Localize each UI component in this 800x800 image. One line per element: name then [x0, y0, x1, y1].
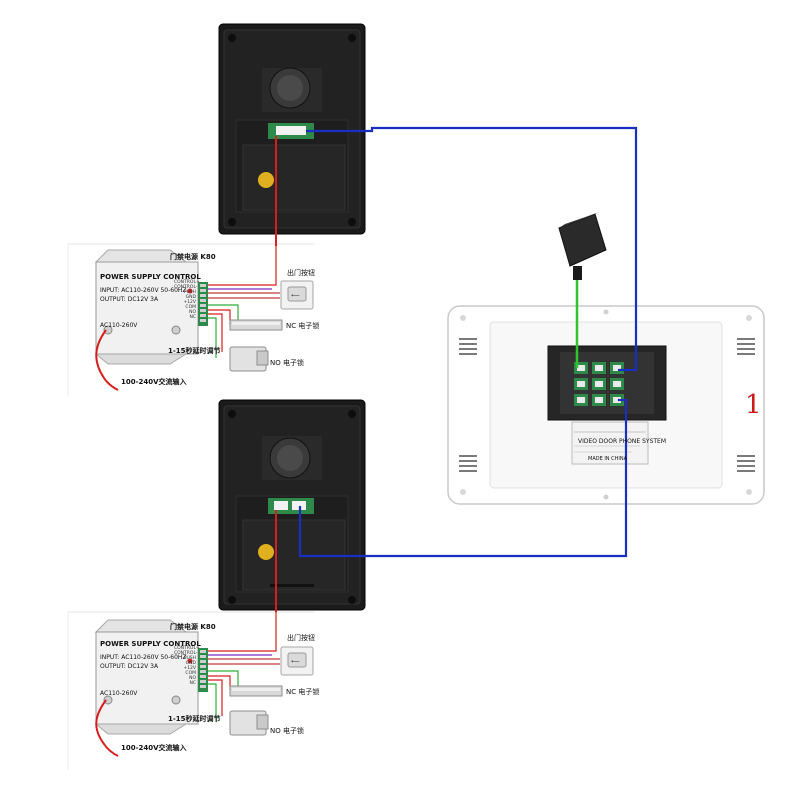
- psu-2-terminal-labels: CONTROL+ CONTROL- PUSH GND +12V COM NO N…: [174, 646, 200, 686]
- power-supply-1: [94, 249, 208, 365]
- signal-wire-2: [298, 398, 628, 558]
- terminal-label: NC: [189, 315, 196, 320]
- nc-magnetic-lock-1: [229, 319, 283, 331]
- psu-2-ac-label: AC110-260V: [100, 690, 138, 697]
- psu-2-model: 门禁电源 K80: [170, 623, 216, 631]
- delay-2-label: 1-15秒延时调节: [168, 715, 221, 723]
- terminal-label: PUSH: [183, 656, 196, 661]
- wiring-panel-1: ⟵: [67, 243, 315, 396]
- nc-lock-2-label: NC 电子锁: [286, 688, 320, 696]
- ac-input-1-label: 100-240V交流输入: [121, 378, 187, 386]
- psu-1-spec-output: OUTPUT: DC12V 3A: [100, 296, 159, 303]
- monitor-number-label: 1: [745, 390, 762, 420]
- psu-2-title: POWER SUPPLY CONTROL: [100, 640, 201, 648]
- psu-1-model: 门禁电源 K80: [170, 253, 216, 261]
- terminal-label: NO: [189, 676, 196, 681]
- terminal-label: COM: [185, 671, 196, 676]
- svg-text:⟵: ⟵: [291, 292, 300, 299]
- terminal-label: CONTROL-: [174, 651, 198, 656]
- monitor-connector-block: [574, 362, 624, 406]
- power-adapter: [558, 212, 607, 280]
- exit-button-2: ⟵: [280, 646, 314, 676]
- indoor-monitor: [447, 305, 765, 505]
- no-lock-1-label: NO 电子锁: [270, 359, 304, 367]
- camera-2-sticker: [258, 544, 274, 560]
- camera-1-sticker: [258, 172, 274, 188]
- svg-text:⟵: ⟵: [291, 658, 300, 665]
- exit-button-2-label: 出门按钮: [287, 634, 315, 642]
- terminal-label: NO: [189, 310, 196, 315]
- nc-lock-1-label: NC 电子锁: [286, 322, 320, 330]
- terminal-label: PUSH: [183, 290, 196, 295]
- terminal-label: CONTROL+: [174, 646, 200, 651]
- power-supply-2: [94, 619, 208, 735]
- exit-button-1: ⟵: [280, 280, 314, 310]
- terminal-label: COM: [185, 305, 196, 310]
- monitor-made-in: MADE IN CHINA: [588, 456, 628, 462]
- psu-1-terminal-labels: CONTROL+ CONTROL- PUSH GND +12V COM NO N…: [174, 280, 200, 320]
- psu-1-title: POWER SUPPLY CONTROL: [100, 273, 201, 281]
- psu-2-spec-output: OUTPUT: DC12V 3A: [100, 663, 159, 670]
- signal-wire-1: [306, 126, 638, 372]
- terminal-label: GND: [185, 295, 196, 300]
- terminal-label: CONTROL-: [174, 285, 198, 290]
- psu-1-ac-label: AC110-260V: [100, 322, 138, 329]
- no-electric-lock-1: [229, 346, 269, 372]
- door-camera-1: [218, 23, 366, 235]
- monitor-rear-label: VIDEO DOOR PHONE SYSTEM: [578, 438, 667, 445]
- terminal-label: GND: [185, 661, 196, 666]
- terminal-label: NC: [189, 681, 196, 686]
- psu-2-spec-input: INPUT: AC110-260V 50-60HZ: [100, 654, 187, 661]
- nc-magnetic-lock-2: [229, 685, 283, 697]
- ac-input-2-label: 100-240V交流输入: [121, 744, 187, 752]
- terminal-label: +12V: [183, 666, 196, 671]
- no-lock-2-label: NO 电子锁: [270, 727, 304, 735]
- psu-1-spec-input: INPUT: AC110-260V 50-60HZ: [100, 287, 187, 294]
- door-camera-2: [218, 399, 366, 611]
- no-electric-lock-2: [229, 710, 269, 736]
- delay-1-label: 1-15秒延时调节: [168, 347, 221, 355]
- exit-button-1-label: 出门按钮: [287, 269, 315, 277]
- wiring-panel-2: ⟵: [67, 611, 315, 770]
- terminal-label: +12V: [183, 300, 196, 305]
- terminal-label: CONTROL+: [174, 280, 200, 285]
